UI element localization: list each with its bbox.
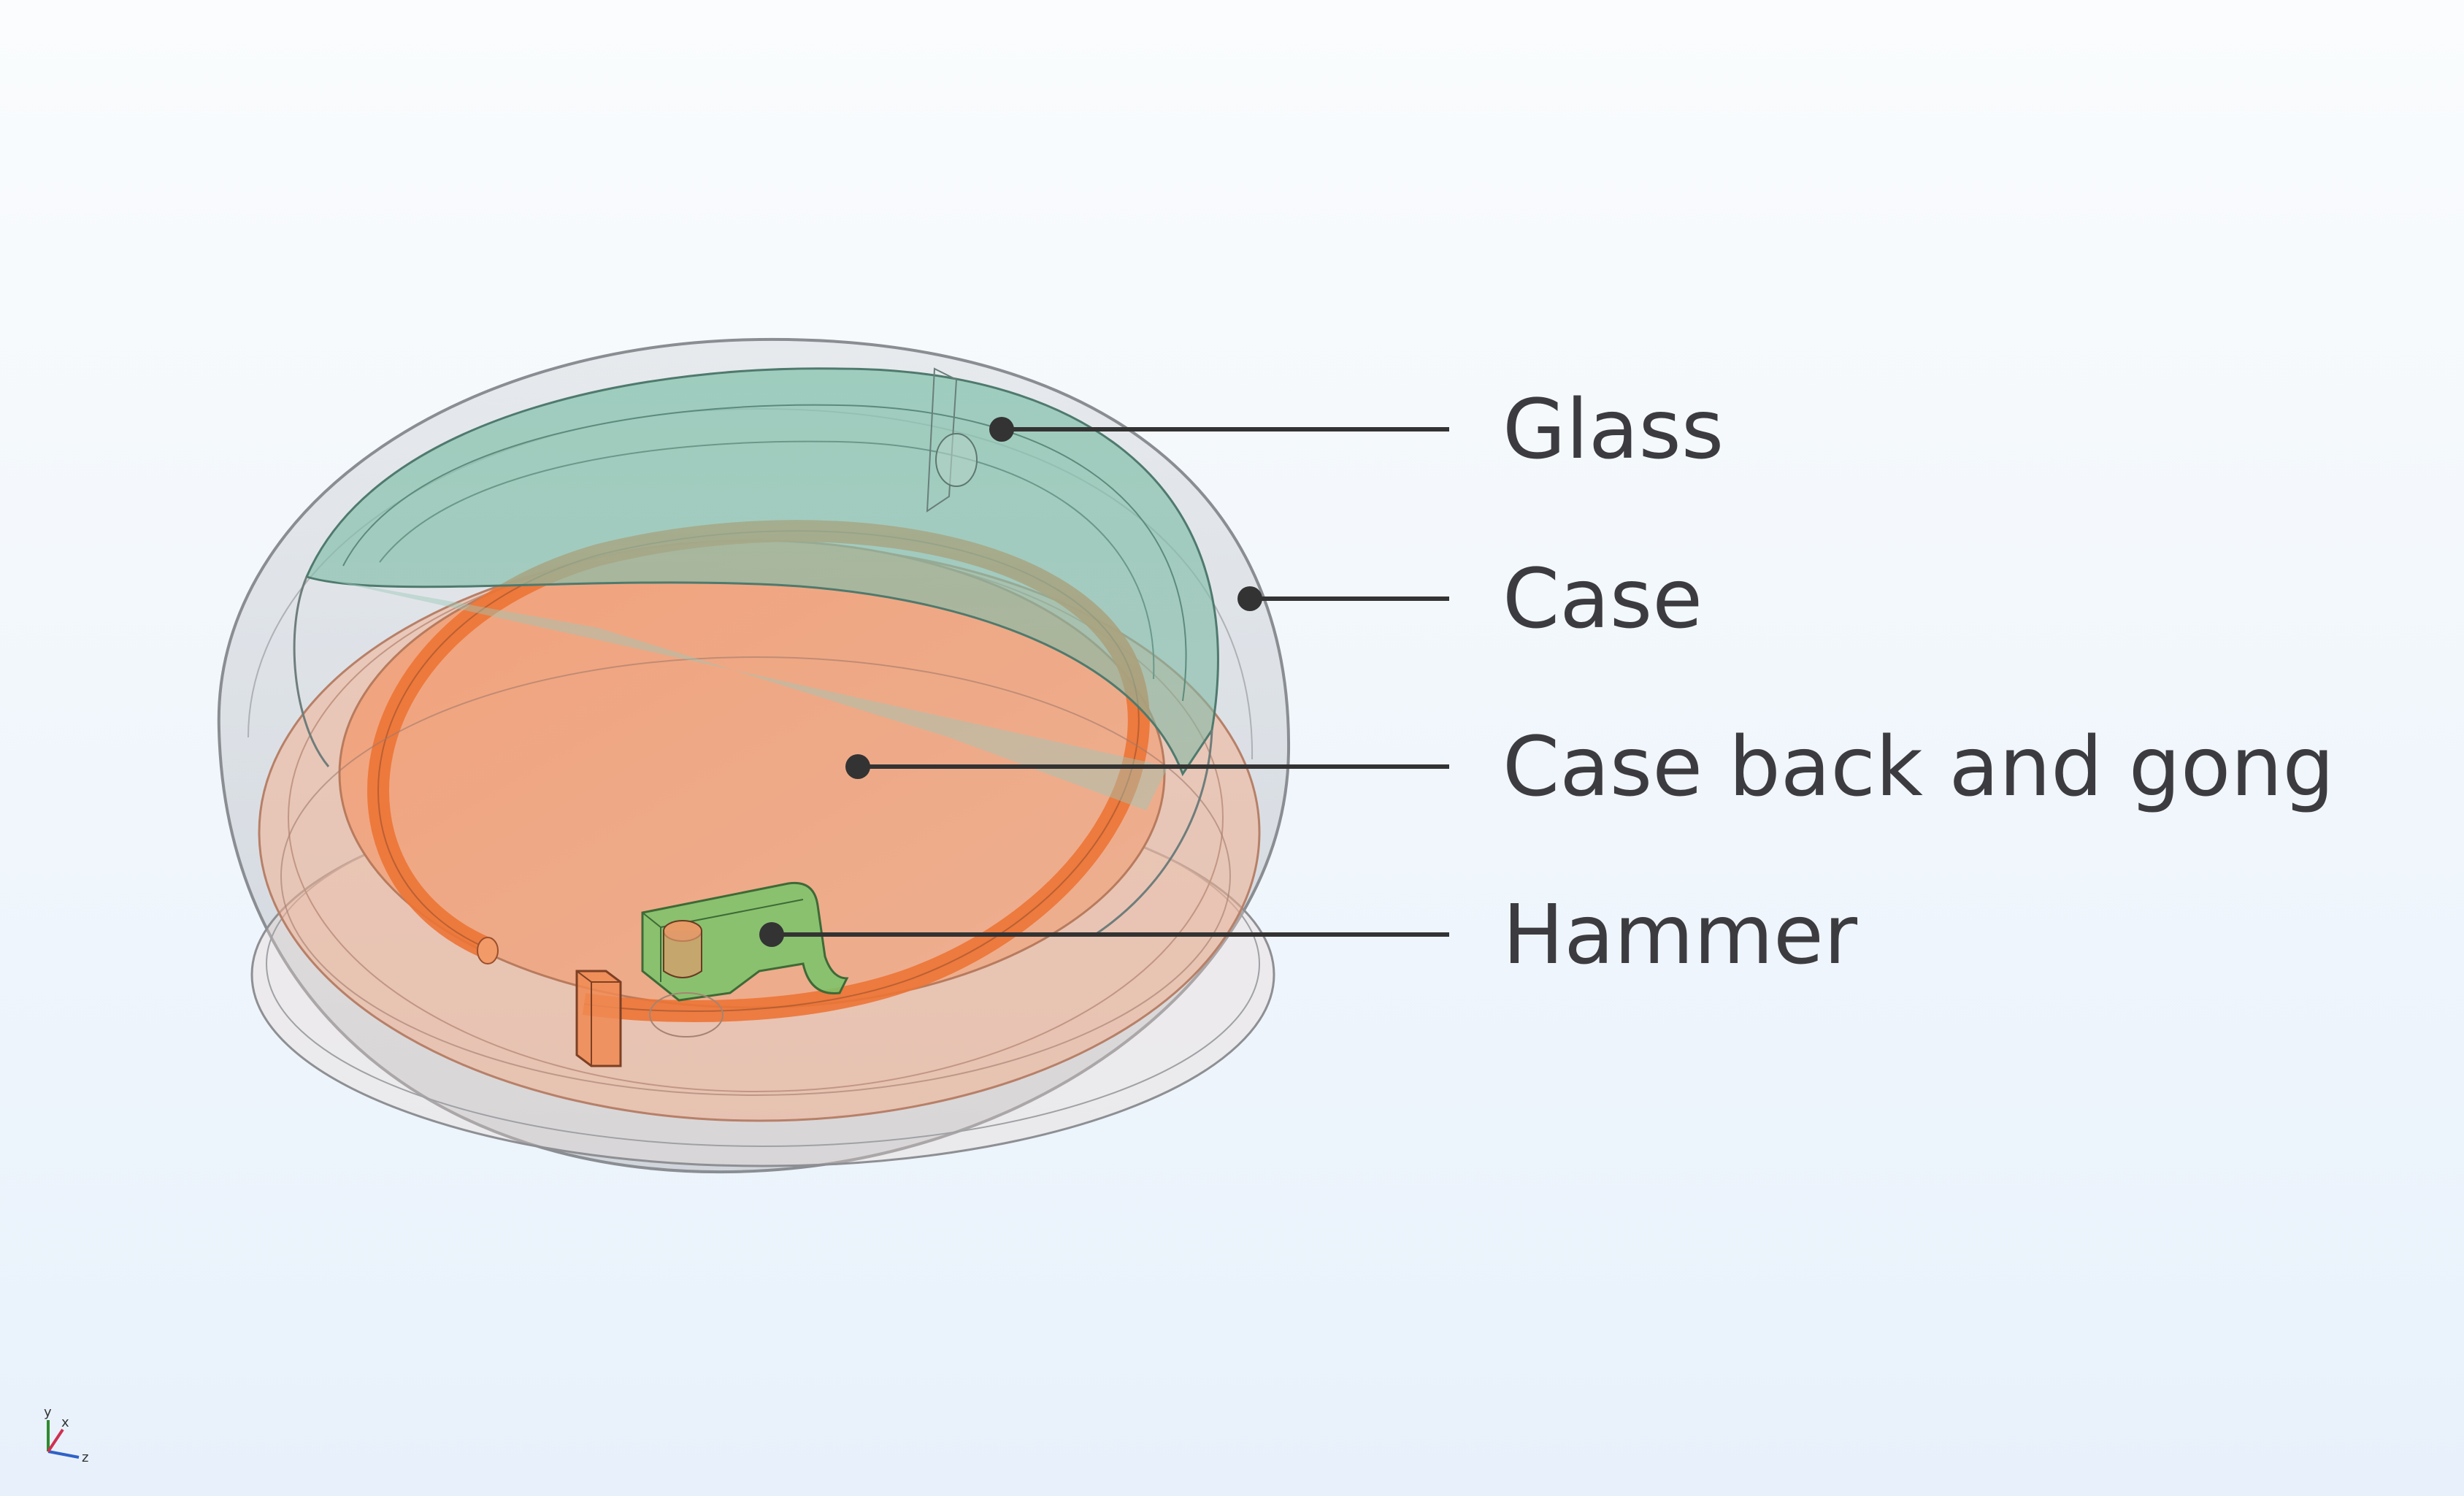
label-case-back-and-gong: Case back and gong [1502,720,2335,815]
leader-hammer [759,922,1449,947]
label-glass: Glass [1502,383,1724,477]
case-back-and-gong [258,520,1261,1122]
leader-case [1237,586,1449,611]
hammer [641,881,849,1037]
glass [293,367,1219,936]
label-hammer: Hammer [1502,888,1858,983]
axis-triad: y x z [44,1405,88,1465]
axis-x-label: x [61,1415,69,1430]
label-case: Case [1502,552,1703,647]
leader-case-back [845,754,1449,779]
axis-y-label: y [44,1405,52,1420]
axis-z-label: z [82,1450,88,1465]
leader-glass [989,417,1449,442]
